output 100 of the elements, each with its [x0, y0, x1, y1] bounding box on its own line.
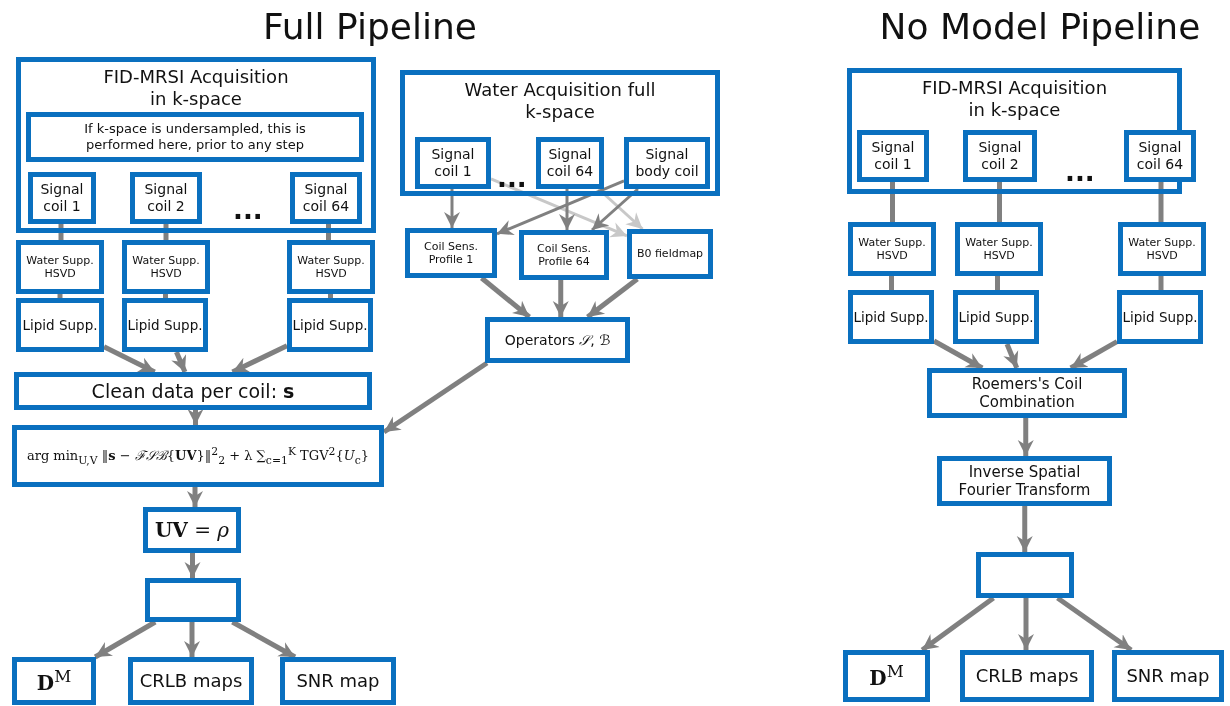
- connector-line: [1158, 182, 1164, 222]
- process-box: [290, 172, 362, 224]
- process-box: [1118, 222, 1206, 276]
- process-box: [405, 228, 497, 278]
- node-text: FID-MRSI Acquisition in k-space: [920, 77, 1109, 121]
- process-box: [415, 137, 491, 189]
- node-text: Water Supp. HSVD: [296, 253, 366, 281]
- node-text: CRLB maps: [975, 665, 1079, 687]
- process-box: [122, 298, 208, 352]
- node-text: Clean data per coil: s: [91, 379, 295, 403]
- node-text: Inverse Spatial Fourier Transform: [957, 463, 1092, 499]
- node-text: Water Supp. HSVD: [857, 235, 927, 263]
- node-text: Lipid Supp.: [127, 316, 203, 334]
- process-box: [122, 240, 210, 294]
- process-box: [536, 137, 604, 189]
- process-box: [287, 298, 373, 352]
- node-text: Lipid Supp.: [853, 308, 929, 326]
- node-text: Signal coil 1: [39, 181, 85, 215]
- process-box: [26, 112, 364, 162]
- process-box: [16, 240, 104, 294]
- node-text: Roemers's Coil Combination: [970, 375, 1084, 411]
- node-text: FID-MRSI Acquisition in k-space: [102, 66, 290, 110]
- arrow: [1017, 418, 1034, 456]
- group-box: [16, 57, 376, 233]
- arrow: [171, 351, 188, 373]
- arrow: [187, 409, 204, 425]
- process-box: [1117, 290, 1203, 344]
- process-box: [927, 368, 1127, 418]
- connector-line: [890, 182, 895, 222]
- node-text: Signal coil 64: [301, 181, 351, 215]
- arrow: [187, 487, 203, 507]
- ellipsis-text: ...: [233, 195, 263, 225]
- arrow: [184, 553, 201, 578]
- node-text: B0 fieldmap: [636, 247, 704, 261]
- node-text: Water Acquisition full k-space: [463, 79, 657, 123]
- arrow: [480, 276, 531, 319]
- connector-line: [889, 276, 894, 290]
- node-text: Water Supp. HSVD: [964, 235, 1034, 263]
- process-box: [960, 650, 1094, 702]
- process-box: [12, 657, 96, 705]
- group-box: [400, 70, 720, 196]
- connector-line: [57, 294, 63, 298]
- arrow: [382, 360, 489, 435]
- formula: arg min$_{U,V}$ ‖s − ℱ𝒮ℬ{UV}‖$^{2}$$_{2}$ + λ ∑$_{c=1}$$^{K}$ TGV$^{2}${U$_{c}$}: [26, 445, 370, 467]
- arrow: [184, 622, 200, 657]
- process-box: [976, 552, 1074, 598]
- ellipsis-text: ...: [1065, 157, 1095, 187]
- process-box: [12, 425, 384, 487]
- arrow: [591, 187, 639, 232]
- node-text: Lipid Supp.: [958, 308, 1034, 326]
- arrow: [1003, 343, 1020, 369]
- node-text: Signal coil 1: [430, 146, 476, 180]
- node-text: Water Supp. HSVD: [131, 253, 201, 281]
- node-text: D$^{M}$: [869, 662, 904, 690]
- process-box: [955, 222, 1043, 276]
- node-text: D$^{M}$: [36, 667, 72, 695]
- arrow: [1016, 506, 1033, 552]
- process-box: [130, 172, 202, 224]
- node-text: Lipid Supp.: [292, 316, 368, 334]
- panel-title: Full Pipeline: [263, 5, 477, 47]
- process-box: [857, 130, 929, 182]
- node-text: Coil Sens. Profile 64: [536, 241, 592, 269]
- connector-line: [328, 294, 333, 298]
- node-text: Signal coil 2: [143, 181, 189, 215]
- process-box: [519, 230, 609, 280]
- arrow: [444, 189, 460, 228]
- process-box: [287, 240, 375, 294]
- node-text: Lipid Supp.: [22, 316, 98, 334]
- process-box: [848, 222, 936, 276]
- connector-line: [995, 276, 1000, 290]
- process-box: [624, 137, 710, 189]
- process-box: [145, 578, 241, 622]
- process-box: [143, 507, 241, 553]
- process-box: [848, 290, 934, 344]
- ellipsis-text: ...: [497, 163, 527, 193]
- panel-title: No Model Pipeline: [879, 5, 1201, 47]
- process-box: [28, 172, 96, 224]
- node-text: Water Supp. HSVD: [25, 253, 95, 281]
- process-box: [1124, 130, 1196, 182]
- node-text: Signal coil 2: [977, 139, 1023, 173]
- node-text: SNR map: [1126, 665, 1210, 687]
- process-box: [485, 317, 630, 363]
- node-text: Lipid Supp.: [1122, 308, 1198, 326]
- node-text: Operators 𝒮, ℬ: [504, 331, 611, 349]
- connector-line: [997, 182, 1002, 222]
- node-text: Signal coil 64: [545, 146, 595, 180]
- node-text: Signal coil 64: [1135, 139, 1185, 173]
- arrow: [1018, 598, 1034, 650]
- process-box: [1112, 650, 1224, 702]
- process-box: [953, 290, 1039, 344]
- node-text: Coil Sens. Profile 1: [423, 239, 479, 267]
- arrow: [586, 277, 639, 319]
- node-text: CRLB maps: [139, 670, 243, 692]
- arrow: [559, 189, 575, 230]
- node-text: Signal coil 1: [870, 139, 916, 173]
- node-text: If k-space is undersampled, this is performed here, prior to any step: [83, 121, 307, 153]
- process-box: [937, 456, 1112, 506]
- process-box: [627, 229, 713, 279]
- node-text: UV = ρ: [154, 518, 230, 542]
- arrow: [552, 280, 569, 317]
